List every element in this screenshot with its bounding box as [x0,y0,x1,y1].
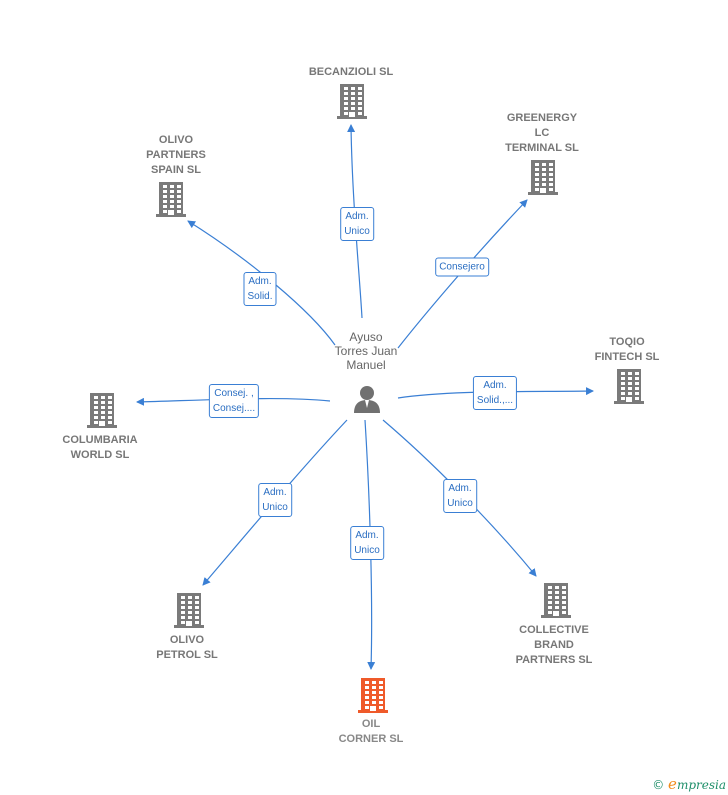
building-icon [528,160,558,195]
company-label-collective[interactable]: COLLECTIVE BRAND PARTNERS SL [515,624,593,666]
copyright-symbol: © [652,778,665,792]
company-label-olivo-petrol[interactable]: OLIVO PETROL SL [156,634,218,661]
company-node-olivo-petrol[interactable] [173,592,205,633]
building-icon [614,369,644,404]
company-label-columbaria[interactable]: COLUMBARIA WORLD SL [62,434,138,461]
role-label-columbaria: Consej. , Consej.... [208,384,260,418]
person-node[interactable] [352,384,382,419]
empresia-logo: © empresia [652,775,726,793]
brand-initial: e [668,775,677,793]
role-label-oil-corner: Adm. Unico [350,526,384,560]
role-label-greenergy: Consejero [435,257,489,277]
role-label-olivo-petrol: Adm. Unico [258,483,292,517]
brand-name: mpresia [676,778,726,792]
company-node-toqio[interactable] [613,368,645,409]
company-node-olivo-partners[interactable] [155,181,187,222]
company-label-olivo-partners[interactable]: OLIVO PARTNERS SPAIN SL [146,134,206,176]
company-label-toqio[interactable]: TOQIO FINTECH SL [594,336,660,363]
company-node-oil-corner[interactable] [357,677,389,718]
company-label-becanzioli[interactable]: BECANZIOLI SL [308,66,394,78]
company-label-greenergy[interactable]: GREENERGY LC TERMINAL SL [505,112,579,154]
building-icon [541,583,571,618]
company-node-collective[interactable] [540,582,572,623]
person-label[interactable]: Ayuso Torres Juan Manuel [334,330,398,372]
role-label-toqio: Adm. Solid.,... [472,376,518,410]
role-label-olivo-partners: Adm. Solid. [243,272,277,306]
role-label-becanzioli: Adm. Unico [340,207,374,241]
edge-greenergy [397,199,528,349]
building-icon [87,393,117,428]
building-icon [337,84,367,119]
building-icon [156,182,186,217]
building-icon [358,678,388,713]
person-icon [354,386,380,413]
company-node-greenergy[interactable] [527,159,559,200]
company-node-becanzioli[interactable] [336,83,368,124]
building-icon [174,593,204,628]
role-label-collective: Adm. Unico [443,479,477,513]
company-label-oil-corner[interactable]: OIL CORNER SL [338,718,404,745]
company-node-columbaria[interactable] [86,392,118,433]
